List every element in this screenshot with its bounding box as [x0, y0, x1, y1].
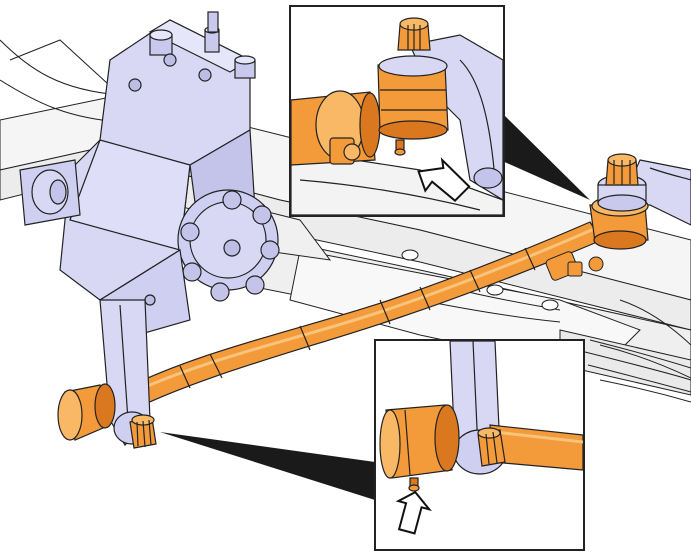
callout-wedge-upper — [500, 115, 590, 200]
callout-wedge-lower — [160, 432, 375, 500]
steering-gear-box — [19, 11, 280, 341]
drag-link-clamp — [545, 251, 604, 281]
drag-link — [117, 221, 603, 413]
upper-detail-inset — [289, 5, 505, 217]
arrow-up-icon — [395, 490, 432, 535]
axle-spring — [584, 339, 691, 403]
tie-rod-end-rear — [57, 383, 157, 449]
lower-detail-inset — [374, 339, 585, 551]
arrow-up-left-icon — [417, 157, 471, 203]
tie-rod-end-front — [589, 153, 649, 250]
